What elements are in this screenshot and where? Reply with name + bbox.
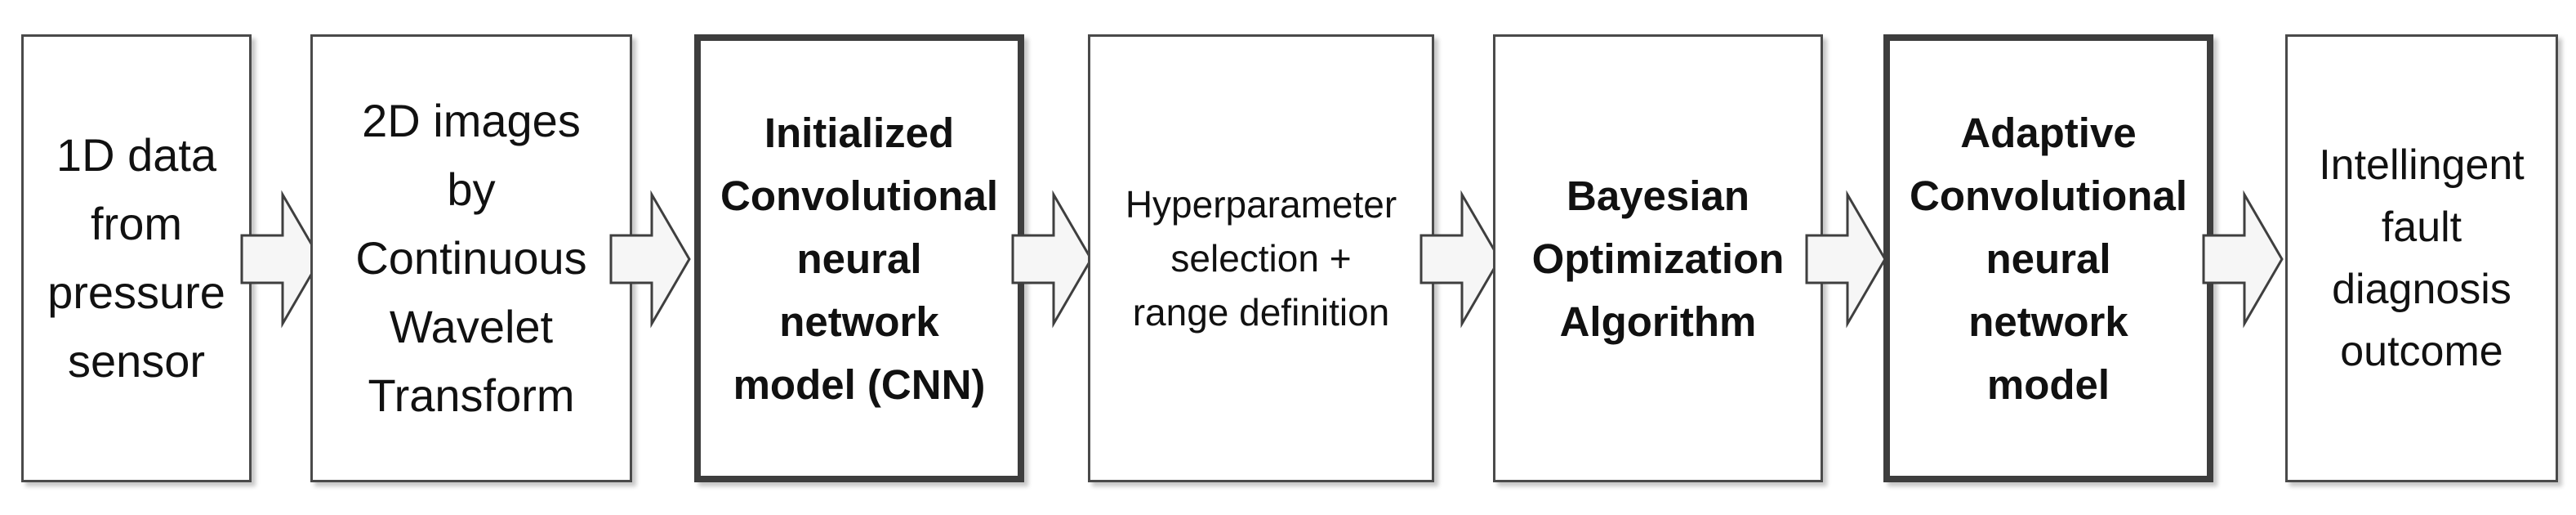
step-1d-data-box: 1D data from pressure sensor <box>21 34 252 482</box>
step-hyperparameter-box: Hyperparameter selection + range definit… <box>1088 34 1434 482</box>
arrow-right-icon <box>2202 190 2284 329</box>
arrow-right-icon <box>609 190 691 329</box>
step-adaptive-cnn-box: Adaptive Convolutional neural network mo… <box>1883 34 2213 482</box>
step-initial-cnn-box: Initialized Convolutional neural network… <box>694 34 1024 482</box>
step-initial-cnn-label: Initialized Convolutional neural network… <box>720 109 998 408</box>
step-outcome-label: Intellingent fault diagnosis outcome <box>2319 141 2525 375</box>
step-outcome-box: Intellingent fault diagnosis outcome <box>2285 34 2558 482</box>
step-1d-data-label: 1D data from pressure sensor <box>47 129 225 387</box>
step-wavelet-box: 2D images by Continuous Wavelet Transfor… <box>310 34 632 482</box>
step-wavelet-label: 2D images by Continuous Wavelet Transfor… <box>355 95 587 421</box>
step-bayesian-box: Bayesian Optimization Algorithm <box>1493 34 1823 482</box>
arrow-right-icon <box>1011 190 1093 329</box>
step-adaptive-cnn-label: Adaptive Convolutional neural network mo… <box>1910 109 2187 408</box>
arrow-right-icon <box>1805 190 1887 329</box>
arrow-right-icon <box>240 190 322 329</box>
step-bayesian-label: Bayesian Optimization Algorithm <box>1531 172 1785 345</box>
step-hyperparameter-label: Hyperparameter selection + range definit… <box>1125 183 1397 334</box>
arrow-right-icon <box>1419 190 1501 329</box>
